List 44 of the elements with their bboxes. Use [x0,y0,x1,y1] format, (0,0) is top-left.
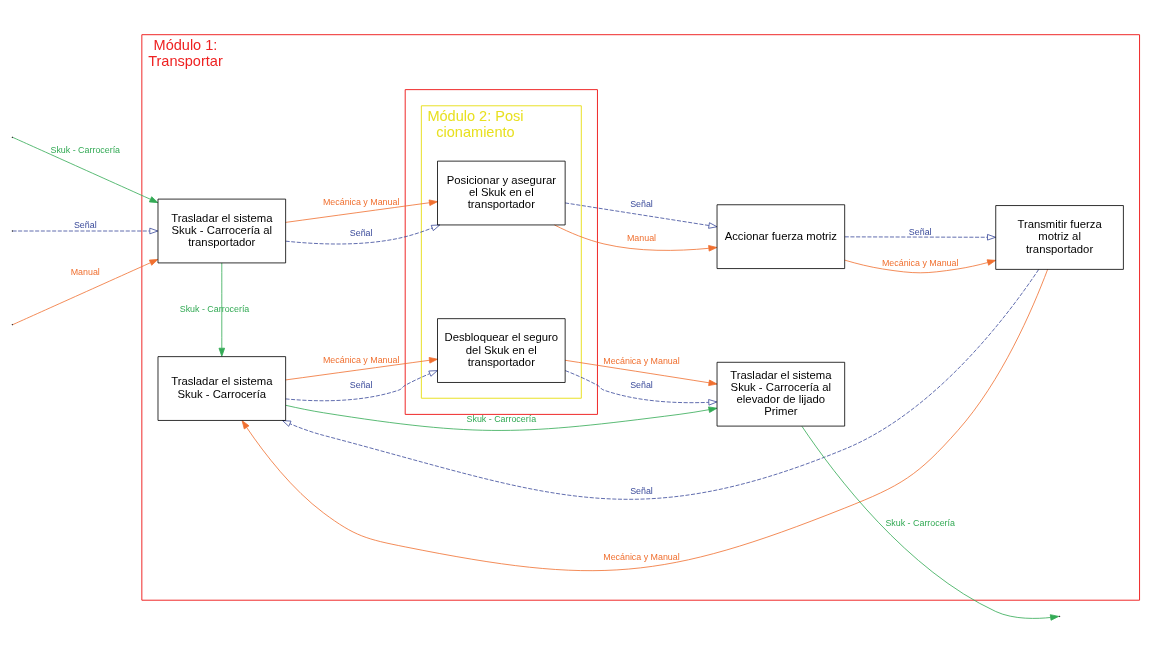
node-box: Transmitir fuerza motriz al transportador [995,204,1124,270]
arrow [285,199,438,223]
edge-label: Señal [349,227,373,238]
arrow [218,262,226,357]
arrow [12,136,159,203]
arrow [285,404,718,431]
node-box: Accionar fuerza motriz [716,203,846,269]
edge-label: Señal [73,219,97,230]
edge-label: Mecánica y Manual [603,551,680,562]
edge-label: Skuk - Carrocería [885,517,955,528]
arrow [564,202,718,229]
arrow [801,425,1060,621]
arrow [285,369,438,401]
node-box: Desbloquear el seguro del Skuk en el transportador [437,317,566,383]
edge-label: Mecánica y Manual [603,355,680,366]
arrow [241,268,1049,571]
edge-label: Señal [630,485,653,496]
arrow [844,258,996,273]
edge-label: Manual [70,266,100,277]
arrow [285,224,441,244]
arrow [554,224,718,251]
edge-label: Señal [349,379,373,390]
edge-label: Señal [630,198,653,209]
edge-label: Mecánica y Manual [322,196,400,207]
node-box: Trasladar el sistema Skuk - Carrocería al transportador [157,198,287,263]
edge-label: Mecánica y Manual [322,354,400,365]
edge-label: Señal [630,379,653,390]
node-box: Trasladar el sistema Skuk - Carrocería [157,355,287,421]
arrow [564,359,718,386]
edge-label: Skuk - Carrocería [50,144,121,155]
edge-label: Skuk - Carrocería [466,413,537,424]
edge-label: Manual [626,232,657,243]
edge-label: Mecánica y Manual [881,257,959,268]
edge-label: Skuk - Carrocería [179,303,250,314]
arrow [12,227,159,234]
cluster [404,88,598,415]
arrow [564,369,718,406]
node-box: Trasladar el sistema Skuk - Carrocería al elevador de lijado Primer [716,361,846,426]
arrow [282,268,1039,500]
arrow [285,356,438,380]
arrow [12,258,159,325]
edge-label: Señal [908,226,932,237]
node-box: Posicionar y asegurar el Skuk en el transportador [437,160,566,225]
arrow [844,233,996,240]
